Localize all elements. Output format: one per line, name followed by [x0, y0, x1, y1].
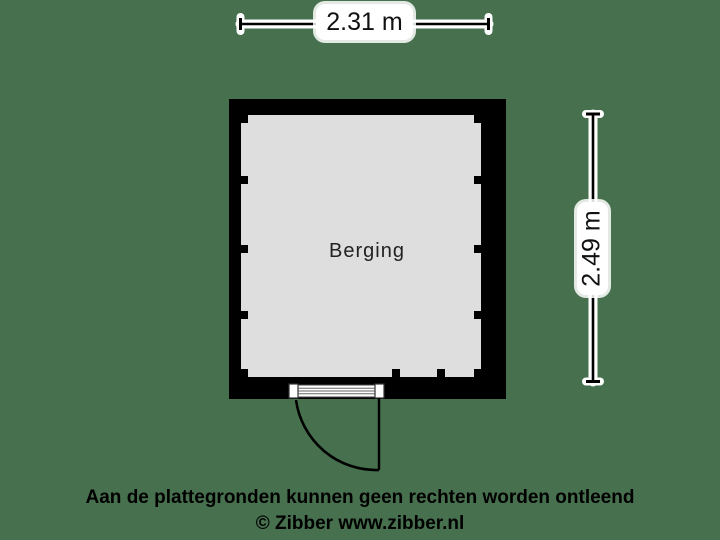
disclaimer-text: Aan de plattegronden kunnen geen rechten… [85, 487, 635, 508]
height-dimension-label: 2.49 m [577, 202, 608, 295]
room-floor [241, 115, 481, 377]
door-threshold [288, 383, 385, 399]
width-dimension-label: 2.31 m [316, 4, 413, 40]
door-swing-arc [294, 399, 380, 472]
height-dimension-value: 2.49 m [578, 210, 606, 287]
door-post-left [288, 383, 299, 399]
footer: Aan de plattegronden kunnen geen rechten… [0, 485, 720, 537]
copyright-text: © Zibber www.zibber.nl [255, 513, 465, 534]
door-post-right [374, 383, 385, 399]
door-swing [294, 398, 381, 472]
width-dimension-value: 2.31 m [326, 7, 403, 36]
room-name-label: Berging [329, 240, 405, 262]
wall-ticks [241, 115, 481, 377]
